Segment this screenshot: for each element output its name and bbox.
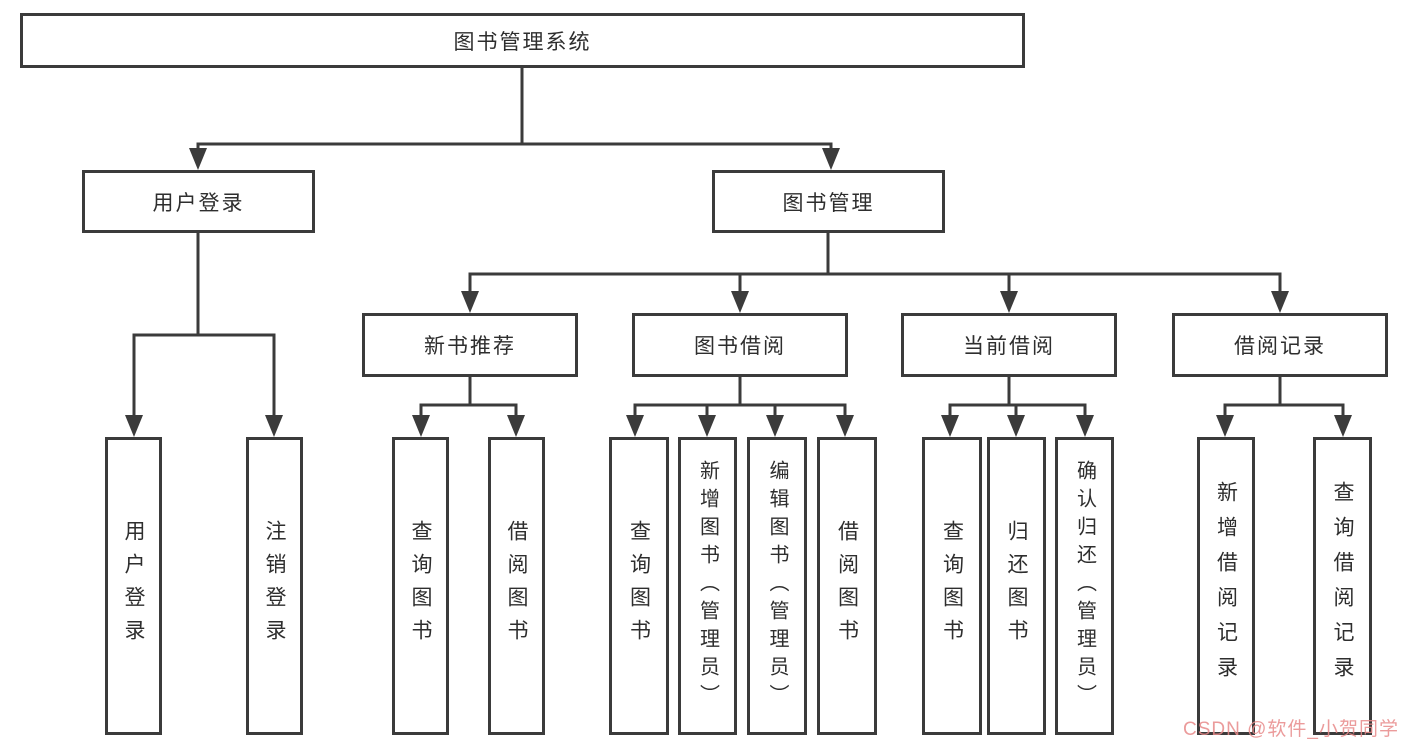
leaf-add-borrow-record: 新增借阅记录 (1197, 437, 1255, 735)
node-current-borrow: 当前借阅 (901, 313, 1117, 377)
node-label: 新书推荐 (424, 335, 516, 358)
node-label: 当前借阅 (963, 335, 1055, 358)
leaf-add-books-admin: 新增图书（管理员） (678, 437, 737, 735)
node-borrow-records: 借阅记录 (1172, 313, 1388, 377)
node-label: 图书借阅 (694, 335, 786, 358)
node-label: 查询图书 (409, 520, 432, 652)
connector-book-management-children (461, 233, 1289, 313)
node-book-borrow: 图书借阅 (632, 313, 848, 377)
leaf-confirm-return-admin: 确认归还（管理员） (1055, 437, 1114, 735)
node-new-book-recommend: 新书推荐 (362, 313, 578, 377)
leaf-borrow-books-recommend: 借阅图书 (488, 437, 545, 735)
connector-new-book-recommend-children (412, 377, 525, 437)
node-user-login: 用户登录 (82, 170, 315, 233)
connector-user-login-children (125, 233, 283, 437)
connector-root-to-level2 (189, 68, 840, 170)
leaf-return-books: 归还图书 (987, 437, 1046, 735)
leaf-query-books-borrow: 查询图书 (609, 437, 669, 735)
node-label: 确认归还（管理员） (1073, 460, 1096, 712)
leaf-query-borrow-record: 查询借阅记录 (1313, 437, 1372, 735)
connector-borrow-records-children (1216, 377, 1352, 437)
node-label: 注销登录 (263, 520, 286, 652)
connector-current-borrow-children (941, 377, 1094, 437)
node-label: 图书管理 (782, 191, 875, 215)
node-book-management: 图书管理 (712, 170, 945, 233)
node-label: 图书管理系统 (453, 30, 592, 54)
node-label: 新增借阅记录 (1214, 481, 1238, 691)
node-root-system: 图书管理系统 (20, 13, 1025, 68)
node-label: 用户登录 (152, 191, 245, 215)
connector-book-borrow-children (626, 377, 854, 437)
node-label: 查询图书 (627, 520, 651, 652)
leaf-user-login: 用户登录 (105, 437, 162, 735)
node-label: 查询借阅记录 (1331, 481, 1354, 691)
node-label: 新增图书（管理员） (696, 460, 719, 712)
node-label: 归还图书 (1005, 520, 1028, 652)
leaf-query-books-current: 查询图书 (922, 437, 982, 735)
leaf-logout: 注销登录 (246, 437, 303, 735)
csdn-watermark: CSDN @软件_小贺同学 (1183, 719, 1399, 740)
node-label: 查询图书 (940, 520, 964, 652)
leaf-edit-books-admin: 编辑图书（管理员） (747, 437, 807, 735)
node-label: 借阅记录 (1234, 335, 1326, 358)
node-label: 借阅图书 (505, 520, 528, 652)
node-label: 借阅图书 (835, 520, 859, 652)
leaf-query-books-recommend: 查询图书 (392, 437, 449, 735)
node-label: 编辑图书（管理员） (766, 460, 788, 712)
leaf-borrow-books: 借阅图书 (817, 437, 877, 735)
node-label: 用户登录 (122, 520, 145, 652)
